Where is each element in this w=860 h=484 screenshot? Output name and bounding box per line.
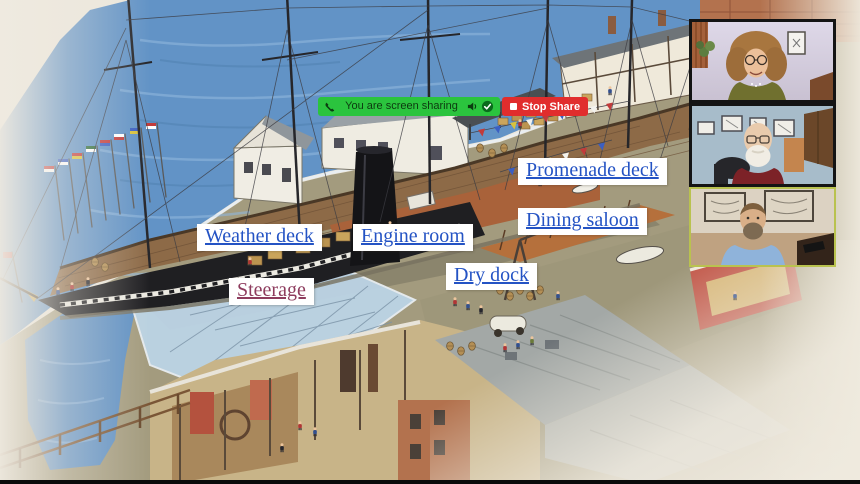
participant-video-3[interactable] — [689, 187, 836, 267]
link-promenade-deck[interactable]: Promenade deck — [518, 158, 667, 185]
link-dining-saloon[interactable]: Dining saloon — [518, 208, 647, 235]
participant-video-1[interactable] — [689, 19, 836, 103]
screen-bottom-bar — [0, 480, 860, 484]
participant-2-video-frame — [692, 106, 833, 184]
link-weather-deck[interactable]: Weather deck — [197, 224, 322, 251]
participant-video-2[interactable] — [689, 103, 836, 187]
speaker-icon — [467, 102, 477, 111]
stop-icon — [510, 103, 517, 110]
check-icon — [481, 100, 494, 113]
stop-share-label: Stop Share — [522, 100, 581, 113]
screen-share-status: You are screen sharing — [318, 97, 500, 116]
phone-icon — [325, 102, 335, 112]
stop-share-button[interactable]: Stop Share — [502, 97, 589, 116]
link-dry-dock[interactable]: Dry dock — [446, 263, 537, 290]
paper-fade-left — [0, 0, 150, 484]
link-engine-room[interactable]: Engine room — [353, 224, 473, 251]
participant-1-video-frame — [692, 22, 833, 100]
screen-share-status-text: You are screen sharing — [345, 100, 458, 112]
screen-share-banner: You are screen sharing Stop Share — [318, 97, 589, 116]
link-steerage[interactable]: Steerage — [229, 278, 314, 305]
participant-3-video-frame — [691, 189, 834, 265]
